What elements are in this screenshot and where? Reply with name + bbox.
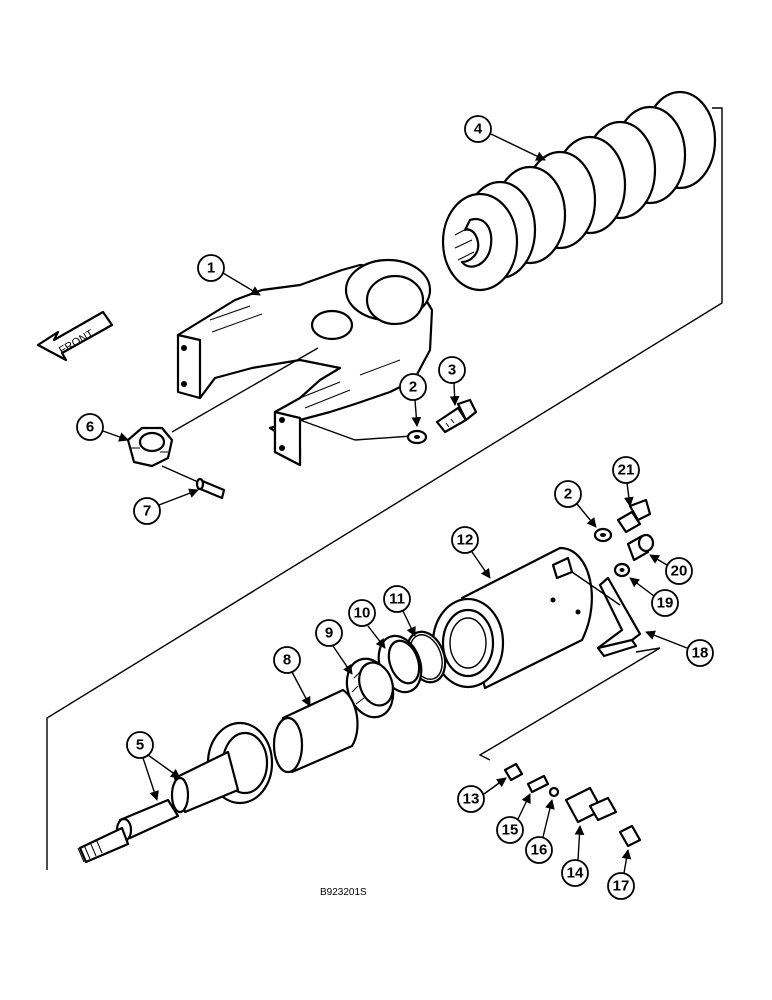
cylinder-body [431, 546, 593, 690]
callout-5: 5 [126, 731, 181, 801]
piston [272, 688, 359, 774]
callout-2-upper: 2 [399, 373, 427, 427]
bolt-20 [626, 533, 655, 562]
svg-text:14: 14 [567, 865, 584, 882]
svg-text:2: 2 [564, 486, 572, 503]
washer-19 [613, 562, 631, 578]
svg-text:7: 7 [143, 503, 151, 520]
svg-text:3: 3 [448, 362, 456, 379]
svg-text:6: 6 [86, 419, 94, 436]
svg-text:1: 1 [207, 260, 215, 277]
callout-15: 15 [496, 793, 531, 844]
recoil-spring [441, 90, 717, 292]
callout-8: 8 [273, 646, 311, 707]
callout-14: 14 [561, 825, 589, 887]
callout-9: 9 [315, 619, 353, 675]
callout-6: 6 [76, 413, 129, 442]
svg-text:16: 16 [531, 842, 548, 859]
assembly-boundary [46, 107, 723, 870]
svg-text:5: 5 [136, 737, 144, 754]
washer-upper [406, 429, 428, 445]
svg-text:19: 19 [657, 595, 674, 612]
washer-lower [593, 527, 613, 543]
callout-1: 1 [197, 254, 261, 296]
callout-16: 16 [525, 799, 555, 864]
castle-nut [126, 347, 319, 468]
cotter-pin [161, 465, 226, 500]
callout-11: 11 [383, 585, 416, 637]
bracket [571, 571, 661, 658]
callout-13: 13 [457, 777, 507, 813]
svg-text:4: 4 [474, 121, 483, 138]
callout-17: 17 [607, 849, 635, 900]
callout-20: 20 [649, 554, 693, 585]
callout-19: 19 [629, 577, 679, 617]
front-arrow-icon: FRONT [36, 310, 114, 362]
drawing-code: B923201S [320, 887, 367, 898]
yoke [176, 258, 434, 467]
svg-text:2: 2 [409, 379, 417, 396]
callout-21: 21 [612, 456, 640, 507]
bushing [345, 657, 395, 719]
callout-7: 7 [133, 488, 199, 525]
bolt-upper [435, 398, 478, 434]
svg-text:11: 11 [389, 591, 405, 608]
svg-text:21: 21 [618, 462, 635, 479]
svg-text:18: 18 [692, 645, 709, 662]
callout-4: 4 [464, 115, 546, 161]
callout-2-lower: 2 [554, 480, 597, 528]
svg-text:8: 8 [283, 652, 291, 669]
rod-assembly [77, 721, 274, 864]
grease-valve-group [478, 647, 661, 848]
svg-text:13: 13 [463, 791, 480, 808]
svg-text:12: 12 [457, 532, 474, 549]
svg-text:10: 10 [354, 605, 371, 622]
svg-text:15: 15 [502, 822, 519, 839]
svg-text:20: 20 [671, 563, 688, 580]
svg-text:17: 17 [613, 878, 630, 895]
svg-text:9: 9 [325, 625, 333, 642]
callout-12: 12 [451, 526, 491, 579]
callout-18: 18 [645, 630, 714, 667]
callout-10: 10 [348, 599, 386, 649]
callout-3: 3 [438, 356, 466, 406]
bolt-21 [616, 498, 652, 534]
